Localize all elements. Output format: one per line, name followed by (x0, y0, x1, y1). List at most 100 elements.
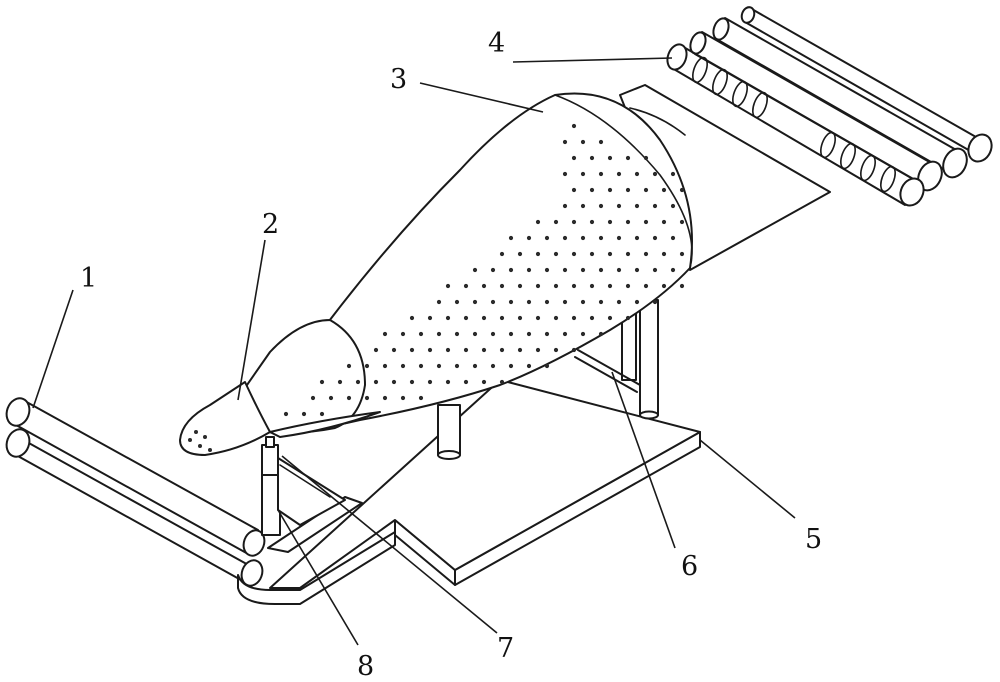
perforation-dot (198, 444, 202, 448)
label-2: 2 (262, 209, 279, 240)
perforation-dot (653, 204, 657, 208)
perforation-dot (599, 236, 603, 240)
perforation-dot (653, 300, 657, 304)
perforation-dot (302, 412, 306, 416)
perforation-dot (617, 300, 621, 304)
perforation-dot (482, 284, 486, 288)
perforation-dot (464, 284, 468, 288)
perforation-dot (545, 268, 549, 272)
perforation-dot (671, 268, 675, 272)
perforation-dot (329, 396, 333, 400)
perforation-dot (347, 396, 351, 400)
perforation-dot (410, 380, 414, 384)
perforation-dot (626, 252, 630, 256)
perforation-dot (608, 220, 612, 224)
perforation-dot (509, 268, 513, 272)
label-4: 4 (488, 28, 505, 59)
perforation-dot (455, 300, 459, 304)
perforation-dot (644, 220, 648, 224)
perforation-dot (374, 380, 378, 384)
perforation-dot (617, 236, 621, 240)
perforation-dot (500, 380, 504, 384)
perforation-dot (527, 364, 531, 368)
perforation-dot (536, 284, 540, 288)
perforation-dot (464, 348, 468, 352)
perforation-dot (500, 348, 504, 352)
perforation-dot (590, 284, 594, 288)
perforation-dot (392, 348, 396, 352)
perforation-dot (671, 236, 675, 240)
perforation-dot (311, 396, 315, 400)
perforation-dot (608, 284, 612, 288)
perforation-dot (680, 252, 684, 256)
perforation-dot (419, 332, 423, 336)
perforation-dot (572, 156, 576, 160)
perforation-dot (401, 332, 405, 336)
perforation-dot (464, 380, 468, 384)
label-3: 3 (390, 64, 407, 95)
perforation-dot (203, 435, 207, 439)
perforation-dot (626, 220, 630, 224)
perforation-dot (518, 348, 522, 352)
perforation-dot (419, 396, 423, 400)
perforation-dot (563, 172, 567, 176)
perforation-dot (572, 252, 576, 256)
perforation-dot (590, 156, 594, 160)
perforation-dot (491, 364, 495, 368)
perforation-dot (545, 364, 549, 368)
perforation-dot (208, 448, 212, 452)
perforation-dot (581, 204, 585, 208)
perforation-dot (356, 380, 360, 384)
perforation-dot (401, 396, 405, 400)
perforation-dot (572, 348, 576, 352)
perforation-dot (608, 252, 612, 256)
perforation-dot (410, 316, 414, 320)
perforation-dot (554, 316, 558, 320)
perforation-dot (590, 188, 594, 192)
perforation-dot (581, 268, 585, 272)
perforation-dot (644, 188, 648, 192)
perforation-dot (527, 268, 531, 272)
perforation-dot (563, 268, 567, 272)
perforation-dot (401, 364, 405, 368)
perforation-dot (491, 268, 495, 272)
perforation-dot (599, 300, 603, 304)
label-5: 5 (805, 524, 822, 555)
perforation-dot (545, 300, 549, 304)
perforation-dot (437, 364, 441, 368)
perforation-dot (617, 204, 621, 208)
perforation-dot (617, 268, 621, 272)
perforation-dot (653, 268, 657, 272)
perforation-dot (635, 204, 639, 208)
perforation-dot (572, 220, 576, 224)
perforation-dot (581, 172, 585, 176)
perforation-dot (536, 252, 540, 256)
perforation-dot (644, 156, 648, 160)
perforation-dot (554, 348, 558, 352)
perforation-dot (365, 364, 369, 368)
perforation-dot (680, 188, 684, 192)
perforation-dot (455, 332, 459, 336)
perforation-dot (680, 284, 684, 288)
perforation-dot (446, 348, 450, 352)
perforation-dot (428, 348, 432, 352)
perforation-dot (446, 284, 450, 288)
perforation-dot (590, 316, 594, 320)
perforation-dot (428, 316, 432, 320)
perforation-dot (500, 252, 504, 256)
perforation-dot (545, 332, 549, 336)
perforation-dot (428, 380, 432, 384)
perforation-dot (626, 316, 630, 320)
perforation-dot (572, 124, 576, 128)
perforation-dot (491, 332, 495, 336)
perforation-dot (536, 316, 540, 320)
perforation-dot (482, 348, 486, 352)
perforation-dot (635, 300, 639, 304)
perforation-dot (437, 300, 441, 304)
perforation-dot (464, 316, 468, 320)
perforation-dot (599, 204, 603, 208)
perforation-dot (554, 252, 558, 256)
perforation-dot (644, 284, 648, 288)
